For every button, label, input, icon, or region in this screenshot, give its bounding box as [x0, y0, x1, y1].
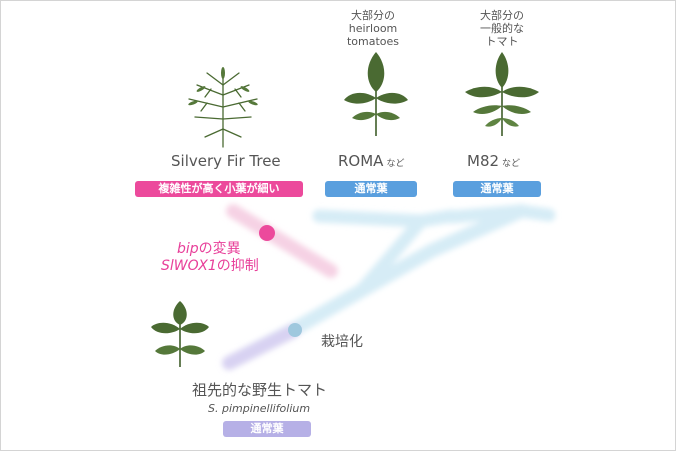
- compound-leaf-icon: [344, 52, 408, 136]
- ancestor-badge: 通常葉: [223, 421, 311, 437]
- silvery-badge: 複雑性が高く小葉が細い: [135, 181, 303, 197]
- bip-gene: bip: [177, 241, 199, 257]
- branch-ancestor: [222, 324, 300, 370]
- roma-suffix: など: [386, 159, 405, 169]
- slwox1-suffix: の抑制: [216, 258, 259, 274]
- roma-name: ROMA: [338, 152, 384, 170]
- branch-m82-right: [514, 204, 556, 222]
- branch-m82-left: [444, 204, 528, 224]
- roma-note: 大部分の heirloom tomatoes: [346, 9, 400, 48]
- m82-note: 大部分の 一般的な トマト: [480, 9, 524, 48]
- roma-badge: 通常葉: [325, 181, 417, 197]
- ancestor-label: 祖先的な野生トマト: [192, 381, 328, 399]
- domestication-node: [288, 323, 302, 337]
- domestication-label: 栽培化: [321, 334, 363, 350]
- m82-name: M82: [467, 152, 500, 170]
- compound-leaf-icon: [465, 52, 539, 136]
- mutation-node: [259, 225, 275, 241]
- silvery-fir-tree-label: Silvery Fir Tree: [171, 152, 281, 170]
- bip-suffix: の変異: [198, 241, 241, 257]
- compound-leaf-icon: [151, 301, 209, 367]
- m82-suffix: など: [502, 159, 521, 169]
- fern-leaf-icon: [188, 67, 258, 148]
- m82-badge: 通常葉: [453, 181, 541, 197]
- branch-roma-left: [312, 209, 428, 228]
- ancestor-species: S. pimpinellifolium: [208, 402, 311, 415]
- slwox1-gene: SlWOX1: [161, 258, 217, 274]
- mutation-label: bipの変異 SlWOX1の抑制: [161, 241, 259, 275]
